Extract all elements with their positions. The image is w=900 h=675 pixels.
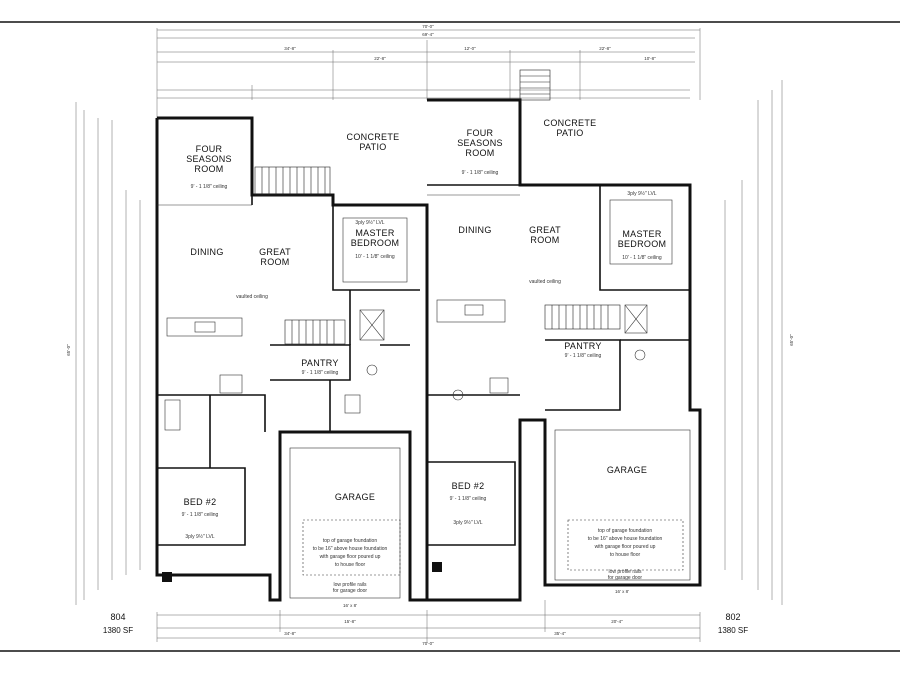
unit-802-great-line1: GREAT xyxy=(529,225,561,235)
dim-top-left-unit: 34'-8" xyxy=(284,46,296,51)
unit-804-dining: DINING xyxy=(190,247,223,257)
dim-garage-width-left: 15'-8" xyxy=(344,619,356,624)
unit-802-garage-door-size: 16' x 8' xyxy=(615,589,629,594)
unit-802-four-seasons-line2: SEASONS xyxy=(457,138,503,148)
unit-804-four-seasons-line3: ROOM xyxy=(194,164,223,174)
unit-804-master-line1: MASTER xyxy=(355,228,395,238)
unit-804-garage-door-1: low profile rails xyxy=(333,582,367,588)
unit-802-garage-note-2: to be 16" above house foundation xyxy=(588,536,663,542)
bottom-dimension-lines xyxy=(156,600,701,642)
unit-802-area: 1380 SF xyxy=(718,626,748,635)
unit-804-great-line1: GREAT xyxy=(259,247,291,257)
unit-802-bed2-lvl: 3ply 9½" LVL xyxy=(453,519,482,526)
unit-804-four-seasons-line1: FOUR xyxy=(196,144,223,154)
unit-802-vaulted: vaulted ceiling xyxy=(529,279,561,285)
unit-802-garage-note-1: top of garage foundation xyxy=(598,528,652,534)
unit-802-bed2-ceiling: 9' - 1 1/8" ceiling xyxy=(450,496,487,502)
unit-804-bed2-ceiling: 9' - 1 1/8" ceiling xyxy=(182,512,219,518)
unit-804-pantry: PANTRY xyxy=(301,358,338,368)
unit-802-garage: GARAGE xyxy=(607,465,647,475)
unit-804-bed2: BED #2 xyxy=(184,497,217,507)
side-dimension-lines xyxy=(75,80,783,605)
unit-804-walls xyxy=(155,116,429,602)
unit-804-four-seasons-ceiling: 9' - 1 1/8" ceiling xyxy=(191,184,228,190)
unit-802-master-line1: MASTER xyxy=(622,229,662,239)
unit-802-pantry: PANTRY xyxy=(564,341,601,351)
top-dimension-lines xyxy=(156,28,701,120)
unit-802-pantry-ceiling: 9' - 1 1/8" ceiling xyxy=(565,353,602,359)
dim-garage-width-right: 20'-4" xyxy=(611,619,623,624)
unit-802-bed2: BED #2 xyxy=(452,481,485,491)
unit-802-garage-door-2: for garage door xyxy=(608,575,643,581)
unit-802-four-seasons-line3: ROOM xyxy=(465,148,494,158)
unit-804-bed2-lvl: 3ply 9½" LVL xyxy=(185,533,214,540)
unit-802-number: 802 xyxy=(725,612,740,622)
dim-right-depth: 65'-0" xyxy=(789,334,794,346)
unit-804-patio-line1: CONCRETE xyxy=(347,132,400,142)
unit-804-area: 1380 SF xyxy=(103,626,133,635)
dim-bottom-right: 35'-4" xyxy=(554,631,566,636)
unit-804-master-ceiling: 10' - 1 1/8" ceiling xyxy=(355,254,395,260)
unit-804-vaulted: vaulted ceiling xyxy=(236,294,268,300)
dim-top-middle-right: 22'-8" xyxy=(599,46,611,51)
unit-802-garage-door-1: low profile rails xyxy=(608,569,642,575)
unit-804-garage: GARAGE xyxy=(335,492,375,502)
unit-804-great-line2: ROOM xyxy=(260,257,289,267)
dim-top-overall2: 69'-4" xyxy=(422,32,434,37)
unit-804-garage-note-3: with garage floor poured up xyxy=(320,554,381,560)
unit-804-garage-door-size: 16' x 8' xyxy=(343,603,357,608)
unit-804-pantry-ceiling: 9' - 1 1/8" ceiling xyxy=(302,370,339,376)
unit-802-patio-line1: CONCRETE xyxy=(544,118,597,128)
unit-804-number: 804 xyxy=(110,612,125,622)
unit-802-garage-note-4: to house floor xyxy=(610,552,641,558)
dim-top-overall: 70'-0" xyxy=(422,24,434,29)
unit-802-four-seasons-line1: FOUR xyxy=(467,128,494,138)
unit-804-garage-note-1: top of garage foundation xyxy=(323,538,377,544)
unit-802-master-ceiling: 10' - 1 1/8" ceiling xyxy=(622,255,662,261)
unit-804-master-line2: BEDROOM xyxy=(351,238,400,248)
unit-804-garage-note-2: to be 16" above house foundation xyxy=(313,546,388,552)
dim-top-middle: 22'-8" xyxy=(374,56,386,61)
unit-804-four-seasons-line2: SEASONS xyxy=(186,154,232,164)
unit-802-walls xyxy=(427,69,702,602)
unit-804-lvl: 3ply 9½" LVL xyxy=(355,219,384,226)
dim-top-12: 12'-0" xyxy=(464,46,476,51)
unit-802-lvl: 3ply 9½" LVL xyxy=(627,190,656,197)
unit-804-garage-door-2: for garage door xyxy=(333,588,368,594)
unit-802-master-line2: BEDROOM xyxy=(618,239,667,249)
unit-802-dining: DINING xyxy=(458,225,491,235)
unit-802-four-seasons-ceiling: 9' - 1 1/8" ceiling xyxy=(462,170,499,176)
dim-bottom-overall: 70'-0" xyxy=(422,641,434,646)
unit-802-great-line2: ROOM xyxy=(530,235,559,245)
dim-bottom-left: 34'-8" xyxy=(284,631,296,636)
unit-804-garage-note-4: to house floor xyxy=(335,562,366,568)
dim-top-right: 10'-8" xyxy=(644,56,656,61)
unit-802-patio-line2: PATIO xyxy=(556,128,583,138)
unit-804-patio-line2: PATIO xyxy=(359,142,386,152)
unit-802-garage-note-3: with garage floor poured up xyxy=(595,544,656,550)
dim-left-depth: 65'-0" xyxy=(66,344,71,356)
